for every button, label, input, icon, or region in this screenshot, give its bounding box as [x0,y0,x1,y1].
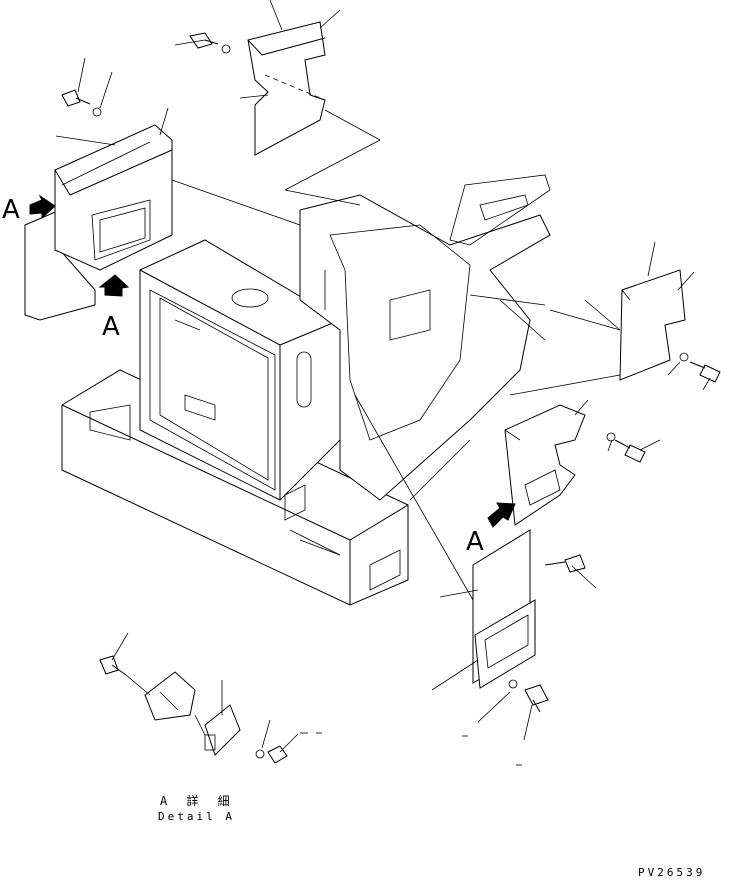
detail-a-hinge [144,671,241,756]
leader-lines [55,0,711,766]
view-label-a-left: A [2,195,20,225]
bolt-icon-bottom-right [524,684,549,713]
bolt-icon-left [61,89,91,107]
rear-frame [299,174,551,501]
washer-icon-top [221,44,231,54]
view-arrows [29,194,516,528]
washer-icon-right-upper [679,352,689,362]
right-upper-cover [619,269,686,381]
washer-icon-left [92,107,102,117]
bolt-icon-right-lower [544,554,586,573]
detail-a-en-label: Detail A [158,810,235,823]
washer-icon-right-middle [606,432,616,442]
view-arrow-icon-up [98,274,130,297]
view-arrow-icon-left [29,194,56,220]
washer-icon-bottom-right [508,679,518,689]
detail-a-jp-label: A 詳 細 [160,794,236,808]
view-label-a-arrow: A [102,312,120,342]
assembly-lines [125,109,621,736]
bolt-icons [61,32,721,764]
bolt-icon-detail [99,655,127,676]
drawing-code: PV26539 [638,866,706,879]
view-label-a-right: A [466,527,484,557]
right-middle-cover [504,404,586,526]
washer-icon-detail [255,749,265,759]
left-cover-panel [24,124,173,321]
nut-icon-detail [267,745,288,764]
right-lower-plate [472,529,536,689]
bolt-icon-right-upper [689,361,721,383]
top-cover [247,21,326,156]
view-arrow-icon-right [487,502,516,528]
bolt-icon-right-middle [614,439,646,463]
